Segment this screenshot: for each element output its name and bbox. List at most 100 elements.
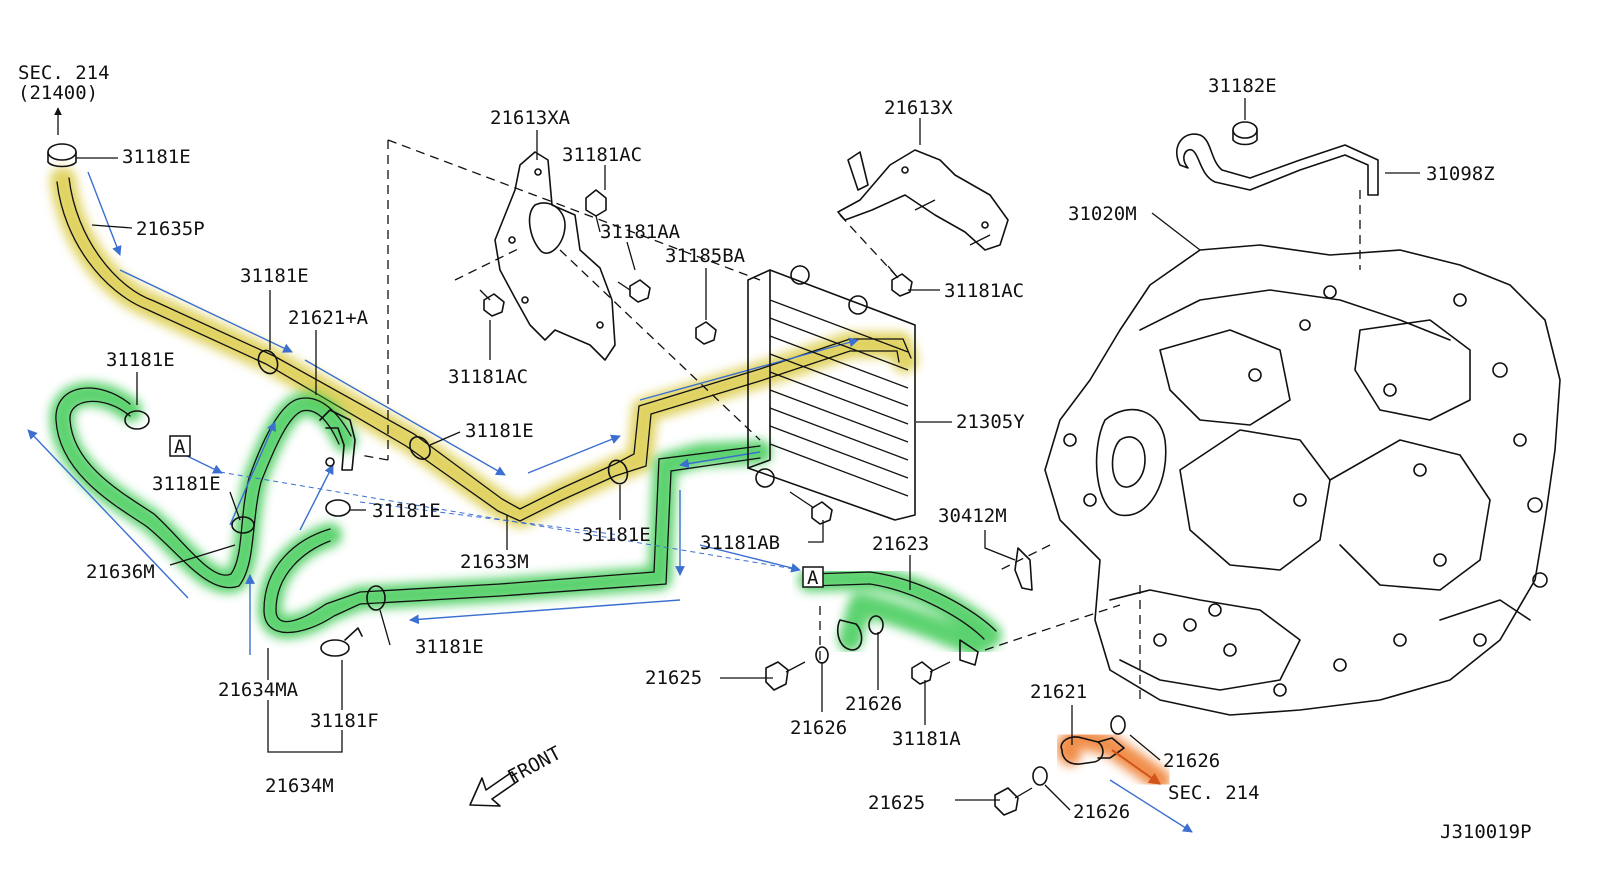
clamp-31181E-c — [124, 410, 150, 430]
part-label: 21621 — [1030, 681, 1087, 703]
flow-arrow-10 — [229, 421, 276, 526]
part-label: 21621+A — [288, 307, 369, 329]
part-label: 31182E — [1208, 75, 1277, 97]
part-labels: SEC. 214 (21400) 31181E 21635P 31181E 21… — [18, 62, 1532, 843]
part-label: 31181AC — [562, 144, 642, 166]
washer-21626-c — [1110, 715, 1126, 735]
part-label: 21633M — [460, 551, 529, 573]
part-label: 31181E — [122, 146, 191, 168]
part-label: 21613X — [884, 97, 953, 119]
washer-21626-d — [1032, 766, 1048, 786]
section-ref-label: SEC. 214 — [1168, 782, 1260, 804]
washer-21626-a — [815, 646, 829, 664]
part-label: 21305Y — [956, 411, 1025, 433]
part-label: 21634MA — [218, 679, 299, 701]
front-arrow-icon — [469, 771, 519, 807]
part-label: 21636M — [86, 561, 155, 583]
part-label: 31181AC — [944, 280, 1024, 302]
flow-arrow-15 — [1109, 779, 1193, 833]
connector-a-box-1: A — [169, 435, 191, 458]
flow-arrow-5 — [639, 337, 859, 401]
tube-21621A — [319, 409, 356, 471]
part-label: 31181E — [152, 473, 221, 495]
part-label: 31181AC — [448, 366, 528, 388]
flow-arrow-2 — [119, 269, 293, 353]
part-label: 31181A — [892, 728, 961, 750]
part-label: 31185BA — [665, 245, 746, 267]
part-label: 21626 — [790, 717, 847, 739]
part-label: 21635P — [136, 218, 205, 240]
clamp-31181E-b — [409, 436, 431, 460]
part-label: 21634M — [265, 775, 334, 797]
bolt-31181AA — [617, 279, 651, 303]
part-label: 31181E — [582, 524, 651, 546]
flow-arrow-11 — [299, 464, 334, 531]
clamp-31181E-top — [47, 143, 77, 168]
return-hose-highlight — [50, 382, 1002, 657]
clamp-31181E-e — [325, 499, 351, 517]
leader-lines — [54, 98, 1420, 811]
clamp-31181F — [320, 627, 363, 657]
connector-a-link — [219, 471, 801, 571]
bolt-21625-b — [994, 787, 1033, 816]
flow-arrow-3 — [304, 359, 506, 476]
flow-arrow-4 — [527, 434, 621, 474]
oil-cooler-21305Y — [747, 265, 916, 521]
clamp-31182E — [1232, 121, 1258, 146]
connector-a-label: A — [174, 436, 186, 458]
part-label: 21626 — [1163, 750, 1220, 772]
bolt-31181AC-2 — [479, 289, 505, 317]
part-label: 31181E — [415, 636, 484, 658]
hose-21623-fitting — [836, 619, 979, 666]
bolt-31181AC-3 — [887, 265, 913, 297]
connector-a-label: A — [807, 567, 819, 589]
section-ref-label: SEC. 214 — [18, 62, 110, 84]
bracket-21613XA — [494, 151, 616, 361]
section-ref-number: (21400) — [18, 82, 98, 104]
bracket-30412M — [1014, 547, 1033, 591]
bolt-21625-a — [765, 661, 806, 691]
breather-hose-31098Z — [1175, 133, 1379, 196]
clamp-31181E-g — [366, 585, 386, 611]
flow-arrow-8 — [409, 599, 681, 625]
bolt-21613X-stud — [914, 199, 991, 246]
part-label: 31181E — [240, 265, 309, 287]
bolts — [479, 189, 1126, 816]
part-label: 31181AB — [700, 532, 780, 554]
clamp-31181E-d — [231, 516, 255, 534]
flow-arrow-13 — [184, 454, 223, 474]
feed-hose-highlight — [50, 167, 918, 528]
part-label: 21626 — [1073, 801, 1130, 823]
front-label: FRONT — [504, 742, 565, 788]
drain-pipe-highlight — [1055, 727, 1171, 791]
part-label: 31181E — [106, 349, 175, 371]
part-label: 30412M — [938, 505, 1007, 527]
part-label: 21625 — [868, 792, 925, 814]
part-label: 31020M — [1068, 203, 1137, 225]
clamp-31181E-f — [607, 459, 629, 485]
drawing-id: J310019P — [1440, 821, 1532, 843]
flow-arrow-12 — [27, 429, 189, 599]
clamp-31181E-a — [257, 349, 279, 375]
part-label: 31181AA — [600, 221, 681, 243]
flow-arrow-1 — [87, 171, 122, 256]
bracket-21613X — [837, 149, 1009, 251]
part-label: 21623 — [872, 533, 929, 555]
bolt-31181AB — [789, 491, 833, 525]
bolt-31181A — [911, 661, 951, 685]
transaxle-31020M — [1044, 244, 1561, 716]
part-label: 31181F — [310, 710, 379, 732]
flow-arrow-6 — [679, 451, 761, 469]
washer-21626-b — [868, 615, 884, 635]
clamps — [47, 121, 1258, 657]
flow-arrow-14 — [699, 544, 801, 573]
connector-a-box-2: A — [802, 566, 824, 589]
part-label: 31181E — [465, 420, 534, 442]
bolt-31185BA — [695, 321, 717, 345]
part-label: 31181E — [372, 500, 441, 522]
flow-arrows — [27, 171, 1193, 833]
part-label: 31098Z — [1426, 163, 1495, 185]
part-label: 21626 — [845, 693, 902, 715]
part-label: 21625 — [645, 667, 702, 689]
